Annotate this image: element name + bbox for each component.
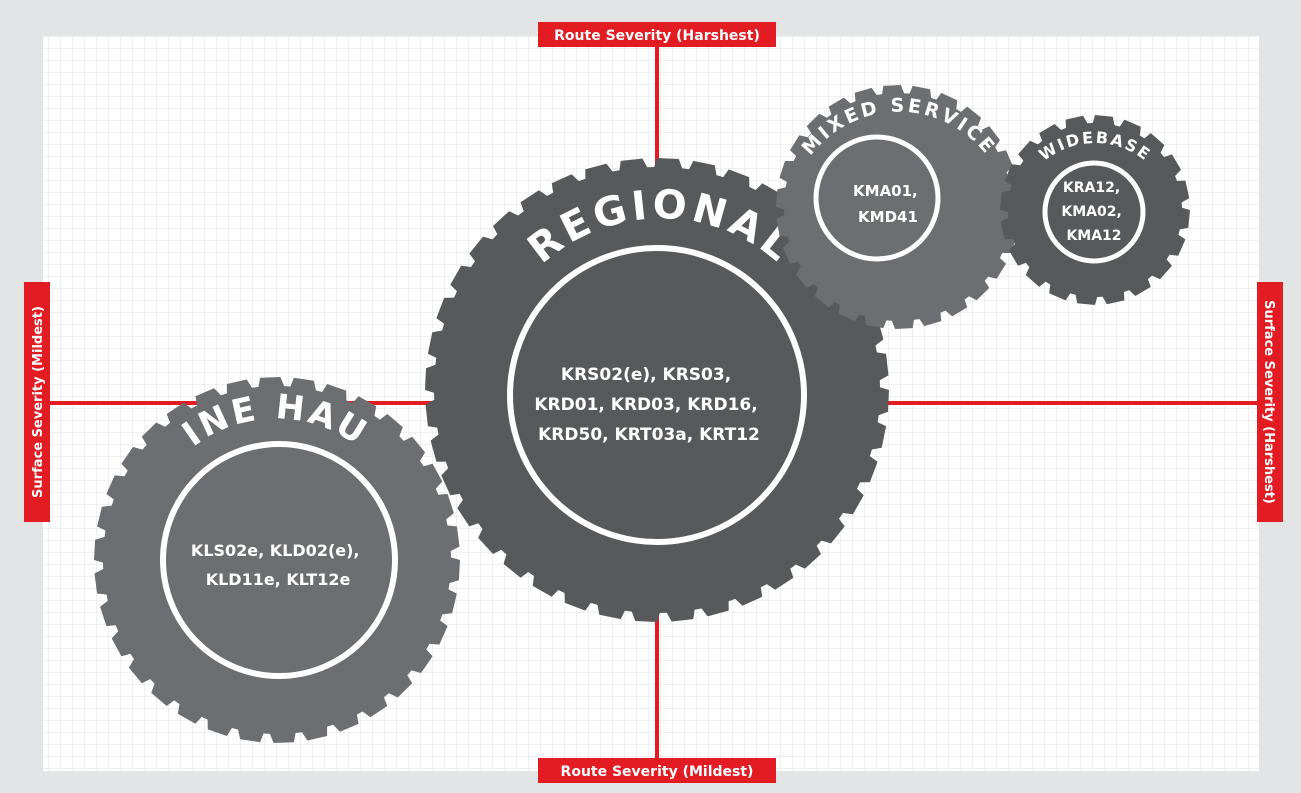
tire-regional-rim bbox=[507, 245, 807, 545]
tire-tread bbox=[1000, 115, 1190, 305]
axis-label-left: Surface Severity (Mildest) bbox=[24, 282, 50, 522]
tire-mixed-service: MIXED SERVICE KMA01, KMD41 bbox=[776, 85, 1020, 329]
tire-line-haul-body bbox=[94, 377, 460, 743]
tire-tread bbox=[425, 158, 889, 622]
svg-text:Surface Severity (Harshest): Surface Severity (Harshest) bbox=[1261, 300, 1276, 504]
axis-label-top: Route Severity (Harshest) bbox=[538, 22, 776, 47]
tire-mixed-service-body bbox=[776, 85, 1020, 329]
tire-tread bbox=[94, 377, 460, 743]
tire-widebase-body bbox=[1000, 115, 1190, 305]
tire-regional: REGIONAL KRS02(e), KRS03, KRD01, KRD03, … bbox=[425, 158, 889, 622]
tire-tread bbox=[776, 85, 1020, 329]
axis-label-bottom: Route Severity (Mildest) bbox=[538, 758, 776, 783]
tire-line-haul-models: KLS02e, KLD02(e), KLD11e, KLT12e bbox=[191, 541, 365, 589]
tire-regional-models: KRS02(e), KRS03, KRD01, KRD03, KRD16, KR… bbox=[534, 365, 763, 445]
tire-mixed-service-rim bbox=[813, 134, 941, 262]
tire-widebase-models: KRA12, KMA02, KMA12 bbox=[1061, 180, 1126, 244]
tire-regional-body bbox=[425, 158, 889, 622]
tire-line-haul-rim bbox=[160, 441, 398, 679]
svg-text:Route Severity (Harshest): Route Severity (Harshest) bbox=[554, 28, 760, 44]
tire-mixed-service-models: KMA01, KMD41 bbox=[853, 182, 923, 226]
tire-widebase: WIDEBASE KRA12, KMA02, KMA12 bbox=[1000, 115, 1190, 305]
svg-text:Surface Severity (Mildest): Surface Severity (Mildest) bbox=[31, 306, 46, 498]
svg-text:Route Severity (Mildest): Route Severity (Mildest) bbox=[561, 764, 754, 780]
axis-label-right: Surface Severity (Harshest) bbox=[1257, 282, 1283, 522]
tire-widebase-rim bbox=[1042, 160, 1146, 264]
